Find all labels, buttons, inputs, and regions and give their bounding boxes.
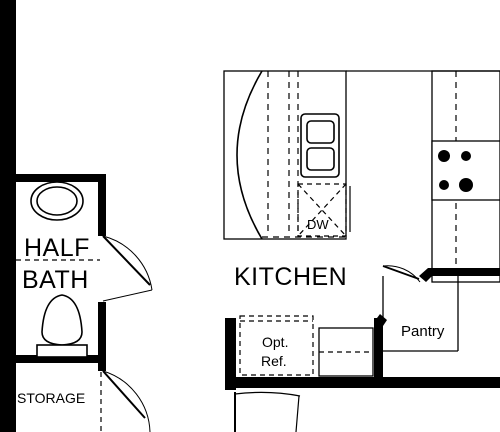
double-sink-icon [300,113,340,178]
kitchen-label: KITCHEN [234,263,348,291]
pantry-walls [374,268,500,388]
storage-door [102,370,151,432]
toilet-icon [36,294,88,358]
left-walls [0,0,106,432]
island-curve [236,70,263,240]
pantry-door [382,265,421,283]
range-icon [431,140,500,201]
half-bath-label-line2: BATH [22,266,89,294]
dishwasher-icon [297,183,351,237]
kitchen-dashed-lines [262,71,346,238]
pantry-label: Pantry [401,323,445,340]
dishwasher-label: DW [307,217,329,232]
bottom-door [234,391,301,432]
kitchen-lower-walls [225,318,500,390]
kitchen-cabinet-outline [223,70,347,240]
opt-ref-label-line1: Opt. [262,334,289,350]
half-bath-label-line1: HALF [24,234,90,262]
fridge-area [239,315,374,377]
storage-label: STORAGE [17,390,86,406]
bath-door [102,235,153,302]
opt-ref-label-line2: Ref. [261,353,287,369]
sink-icon [30,181,84,221]
